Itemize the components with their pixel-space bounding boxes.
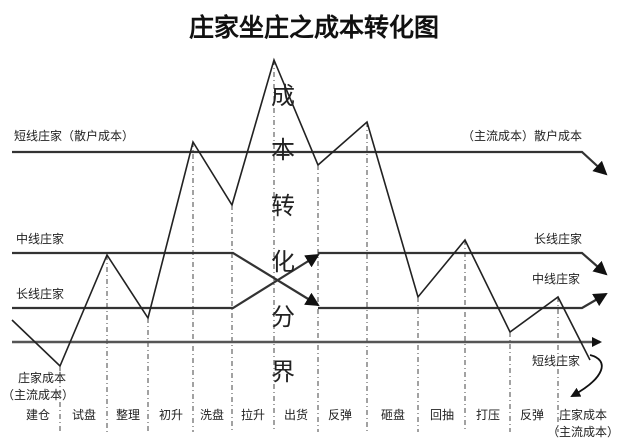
phase-label: 整理 [116, 407, 140, 422]
phase-label: 反弹 [520, 408, 544, 422]
mid-line-left [12, 251, 320, 307]
cost-left-sub: （主流成本） [2, 388, 74, 402]
phase-label: 初升 [159, 408, 183, 422]
phase-label: 砸盘 [381, 407, 405, 422]
long-line-left [12, 253, 320, 310]
phase-label: 拉升 [241, 407, 265, 422]
phase-dividers [59, 60, 559, 432]
price-zigzag [11, 57, 591, 368]
svg-text:本: 本 [271, 136, 295, 164]
cost-left-label: 庄家成本 [18, 370, 66, 385]
phase-label: 洗盘 [200, 407, 224, 422]
svg-text:界: 界 [271, 358, 295, 386]
cost-right-sub: （主流成本） [547, 425, 619, 439]
phase-labels: 建仓 试盘 整理 初升 洗盘 拉升 出货 反弹 砸盘 回抽 打压 反弹 [26, 407, 544, 422]
mid-left-label: 中线庄家 [16, 231, 64, 246]
short-bottom-right-label: 短线庄家 [532, 353, 580, 368]
cost-right-label: 庄家成本 [559, 407, 607, 422]
phase-label: 试盘 [72, 407, 96, 422]
phase-label: 回抽 [430, 408, 454, 422]
svg-text:化: 化 [271, 248, 295, 276]
phase-label: 出货 [284, 407, 308, 422]
long-right-label: 长线庄家 [534, 231, 582, 246]
long-left-label: 长线庄家 [16, 286, 64, 301]
phase-label: 建仓 [26, 408, 50, 422]
svg-text:转: 转 [271, 192, 295, 220]
short-left-label: 短线庄家（散户成本） [14, 128, 134, 143]
mid-right-label: 中线庄家 [532, 271, 580, 286]
svg-text:成: 成 [271, 82, 295, 110]
short-right-label: （主流成本）散户成本 [462, 128, 582, 143]
phase-label: 打压 [476, 408, 500, 422]
mid-line-right [318, 292, 608, 310]
short-line [12, 150, 608, 176]
curved-arrow [570, 354, 603, 397]
long-line-right [318, 251, 608, 276]
phase-label: 反弹 [328, 408, 352, 422]
vertical-label: 成 本 转 化 分 界 [271, 82, 295, 386]
diagram-title: 庄家坐庄之成本转化图 [189, 13, 439, 42]
svg-text:分: 分 [271, 303, 295, 331]
